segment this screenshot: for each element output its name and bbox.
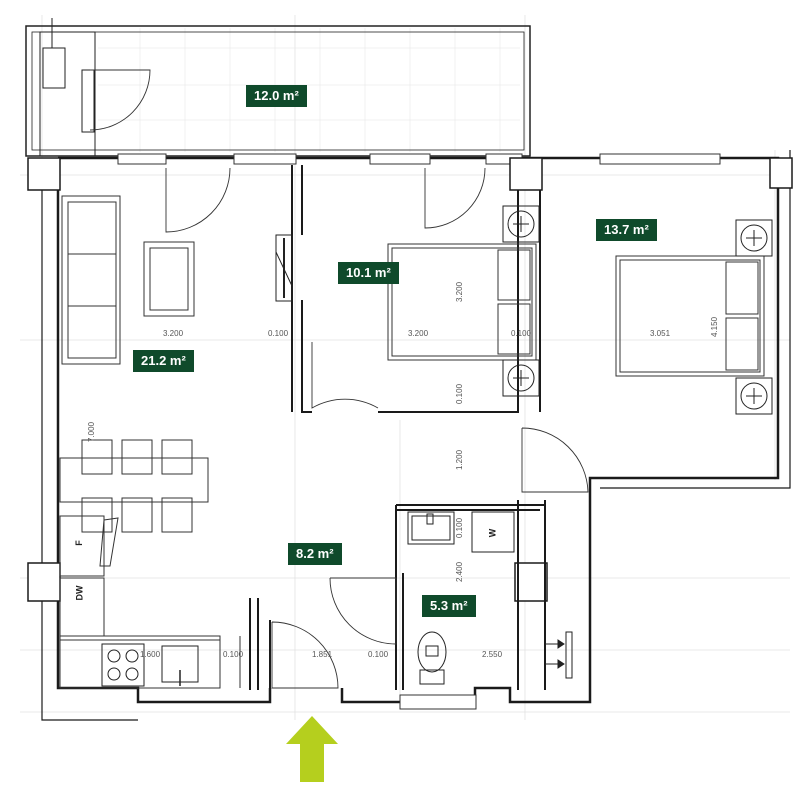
dimension-label: 0.100 (455, 517, 464, 538)
dimension-label: 3.200 (163, 329, 184, 338)
sink-icon (161, 645, 199, 686)
sofa (61, 195, 121, 365)
balcony-area-label: 12.0 m² (246, 85, 307, 107)
washer (471, 511, 515, 553)
dimension-label: 0.100 (455, 383, 464, 404)
dimension-label: 3.051 (650, 329, 671, 338)
bed-2 (615, 255, 765, 377)
exterior-walls (56, 156, 780, 704)
dimension-label: 3.200 (455, 281, 464, 302)
dimension-label: 0.100 (268, 329, 289, 338)
coffee-table (143, 241, 195, 317)
stove-icon (101, 643, 145, 687)
dimension-label: 2.550 (482, 650, 503, 659)
balcony-door-swing (89, 69, 151, 131)
dimension-label: 7.000 (87, 421, 96, 442)
washer-label: W (487, 528, 498, 538)
dimension-label: 1.600 (140, 650, 161, 659)
balcony-grid (98, 28, 520, 152)
door-swings (165, 167, 589, 689)
lamp-icon (735, 219, 773, 415)
dimension-label: 1.851 (312, 650, 333, 659)
dimension-label: 1.200 (455, 449, 464, 470)
shower (545, 631, 573, 679)
bedroom-1-area-label: 10.1 m² (338, 262, 399, 284)
sink-icon (407, 511, 455, 545)
windows (117, 153, 721, 710)
columns (27, 157, 793, 602)
tv-icon (275, 234, 293, 302)
hall-area-label: 8.2 m² (288, 543, 342, 565)
bathroom-area-label: 5.3 m² (422, 595, 476, 617)
bed-1 (387, 243, 537, 361)
dimension-label: 0.100 (223, 650, 244, 659)
dimension-label: 2.400 (455, 561, 464, 582)
dimension-label: 3.200 (408, 329, 429, 338)
lamp-icon (502, 205, 540, 397)
living-room-area-label: 21.2 m² (133, 350, 194, 372)
kitchen-counter (59, 515, 241, 689)
toilet-icon (417, 631, 447, 685)
bedroom-2-area-label: 13.7 m² (596, 219, 657, 241)
dimension-label: 0.100 (368, 650, 389, 659)
dining-set (59, 439, 209, 533)
entrance-arrow-icon (286, 716, 338, 782)
dimension-label: 4.150 (710, 316, 719, 337)
dishwasher-label: DW (74, 585, 85, 601)
fridge-label: F (73, 540, 84, 546)
exterior-walls-outer (41, 150, 791, 721)
dimension-label: 0.100 (511, 329, 532, 338)
